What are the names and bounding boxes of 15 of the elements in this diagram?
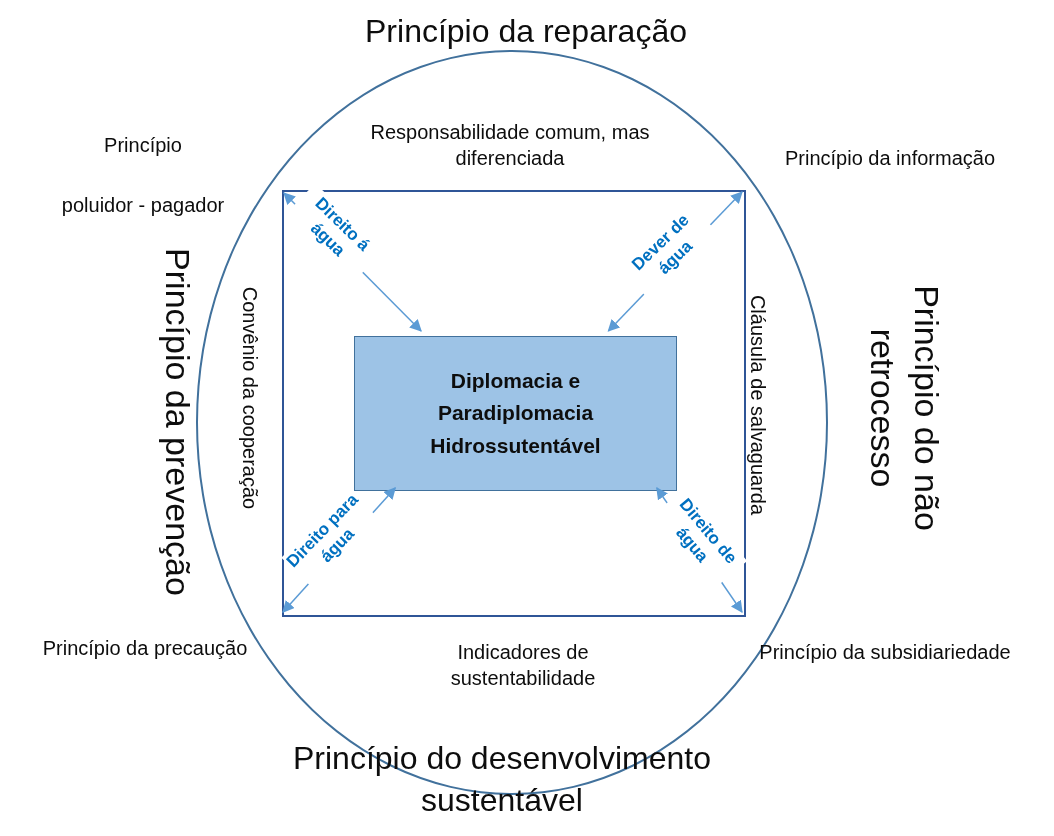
center-box xyxy=(354,336,677,491)
principle-label: Responsabilidade comum, mas diferenciada xyxy=(369,120,651,171)
principle-label: Princípio da subsidiariedade xyxy=(759,640,1011,665)
principle-label: Princípio da precaução xyxy=(42,636,248,661)
principle-label: Indicadores de sustentabilidade xyxy=(449,640,597,691)
principle-label: Cláusula de salvaguarda xyxy=(746,294,770,516)
principle-label: Princípio xyxy=(104,133,182,158)
square-outline xyxy=(282,190,746,617)
box-title: Diplomacia e Paradiplomacia Hidrossutentável xyxy=(429,367,602,459)
principle-label: Princípio do não retrocesso xyxy=(863,284,948,533)
principle-label: Convênio da cooperação xyxy=(238,286,262,510)
principle-label: Princípio da reparação xyxy=(365,12,687,52)
principle-label: Princípio da prevenção xyxy=(158,248,199,596)
principle-label: Princípio da informação xyxy=(784,146,996,171)
principle-label: poluidor - pagador xyxy=(61,193,225,218)
